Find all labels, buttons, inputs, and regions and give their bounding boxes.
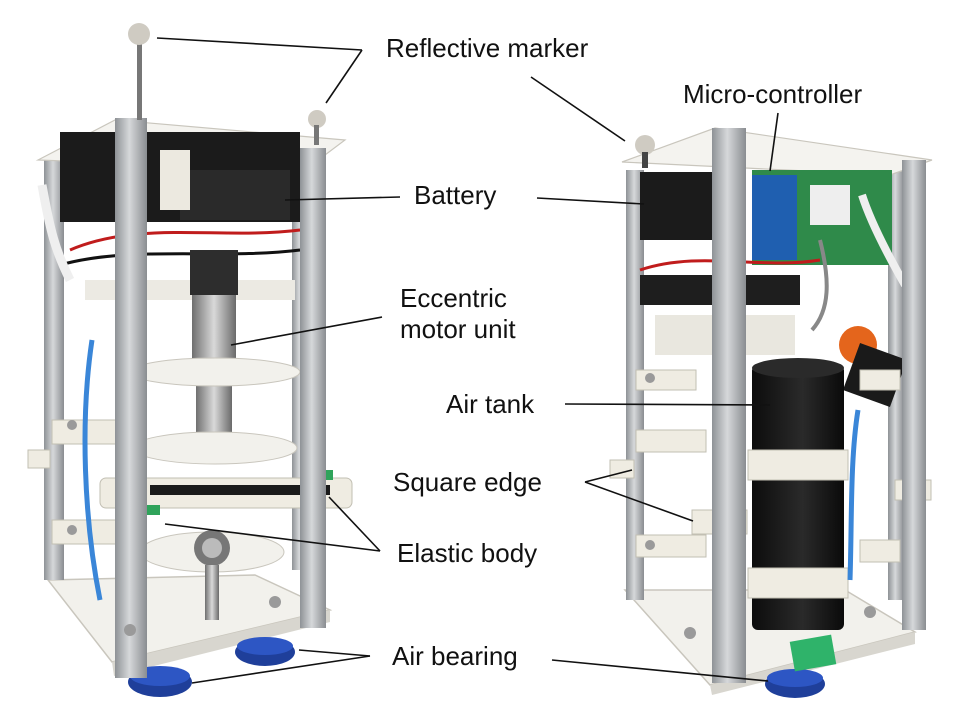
leader-marker-left	[156, 37, 363, 51]
label-elastic-body: Elastic body	[397, 538, 538, 568]
right-top-plate	[621, 127, 933, 176]
leader-battery-right	[536, 197, 645, 205]
leader-air-bearing-2	[191, 655, 371, 684]
right-marker	[635, 135, 655, 155]
left-front-post	[115, 118, 147, 678]
leader-marker-right	[530, 76, 626, 142]
label-micro-controller: Micro-controller	[683, 79, 863, 109]
label-square-edge: Square edge	[393, 467, 542, 497]
leader-square-edge-2	[584, 481, 694, 522]
leader-marker-middle	[325, 49, 363, 104]
leader-air-bearing-1	[298, 649, 371, 657]
leader-motor	[230, 316, 383, 346]
label-air-bearing: Air bearing	[392, 641, 518, 671]
leader-lines	[156, 37, 779, 684]
left-marker-1	[128, 23, 150, 45]
leader-micro-controller	[769, 112, 779, 172]
left-motor-top	[190, 250, 238, 295]
left-robot	[27, 23, 353, 697]
leader-battery-left	[284, 196, 401, 201]
leader-elastic-2	[164, 523, 381, 552]
label-reflective-marker: Reflective marker	[386, 33, 589, 63]
label-eccentric-line1: Eccentric	[400, 283, 507, 313]
leader-square-edge-1	[584, 469, 633, 483]
label-battery: Battery	[414, 180, 497, 210]
leader-air-bearing-3	[551, 659, 769, 682]
leader-elastic-1	[328, 496, 381, 552]
right-robot	[609, 127, 933, 698]
label-air-tank: Air tank	[446, 389, 535, 419]
right-air-tank	[752, 365, 844, 630]
left-marker-2	[308, 110, 326, 128]
leader-air-tank	[564, 403, 771, 406]
label-eccentric-line2: motor unit	[400, 314, 516, 344]
